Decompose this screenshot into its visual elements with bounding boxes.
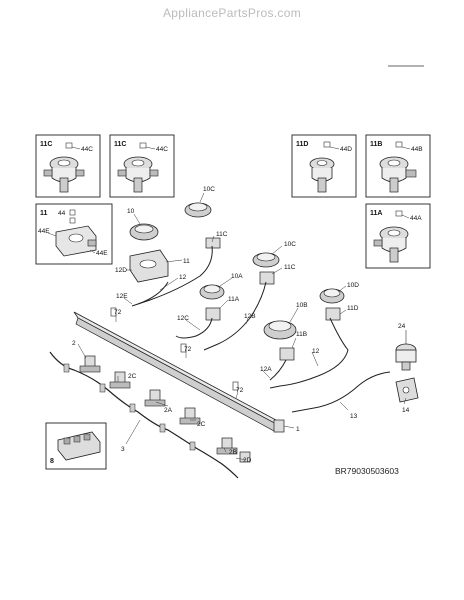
inset-part: 44B (411, 146, 423, 153)
callout: 2C (197, 421, 206, 428)
gas-tubes (131, 245, 391, 413)
callout: 10A (231, 273, 243, 280)
inset-11: 11 44 44E 44E (35, 203, 113, 265)
callout: 11B (296, 331, 307, 338)
burner-10a (199, 284, 225, 300)
callout-labels: 10C 10 11C 11 12D 12 12E 10A 72 11A 12C … (72, 186, 410, 464)
inset-11d: 11D 44D (291, 134, 357, 198)
callout: 11D (347, 305, 359, 312)
callout: 2A (164, 407, 173, 414)
burner-10d (319, 288, 345, 304)
inset-title: 11B (370, 141, 382, 148)
gas-manifold (73, 311, 285, 433)
callout: 3 (121, 446, 125, 453)
callout: 10D (347, 282, 359, 289)
inset-8: 8 (45, 422, 107, 470)
callout: 10C (284, 241, 296, 248)
burner-10c-right (252, 252, 280, 268)
callout: 1 (296, 426, 300, 433)
callout: 10C (203, 186, 215, 193)
callout: 13 (350, 413, 358, 420)
callout: 2C (128, 373, 137, 380)
callout: 24 (398, 323, 406, 330)
reference-code: BR79030503603 (335, 466, 399, 476)
inset-11b: 11B 44B (365, 134, 431, 198)
inset-part: 44 (58, 210, 66, 217)
regulator-24 (395, 330, 417, 371)
callout: 72 (236, 387, 244, 394)
callout: 11 (183, 258, 190, 265)
callout: 12 (312, 348, 320, 355)
callout: 12B (244, 313, 256, 320)
inset-part: 44D (340, 146, 352, 153)
callout: 12 (179, 274, 187, 281)
callout: 2B (229, 449, 237, 456)
inset-part: 44E (96, 250, 108, 257)
fitting-14 (395, 377, 419, 403)
callout: 11C (284, 264, 296, 271)
callout: 2 (72, 340, 76, 347)
burner-10c-top (184, 202, 212, 218)
callout: 2D (243, 457, 252, 464)
inset-title: 8 (50, 458, 54, 465)
site-watermark: AppliancePartsPros.com (163, 6, 301, 20)
callout: 12A (260, 366, 272, 373)
burner-bases (205, 237, 341, 361)
inset-11c-b: 11C 44C (109, 134, 175, 198)
callout: 72 (114, 309, 122, 316)
valve-row (79, 355, 251, 463)
inset-title: 11C (40, 141, 52, 148)
harness-clips (63, 363, 196, 451)
inset-title: 11A (370, 210, 382, 217)
inset-part: 44E (38, 228, 50, 235)
inset-title: 11D (296, 141, 308, 148)
inset-part: 44C (156, 146, 168, 153)
callout: 12C (177, 315, 189, 322)
ignition-harness (49, 351, 239, 479)
inset-11a: 11A 44A (365, 203, 431, 269)
callout: 10 (127, 208, 135, 215)
inset-part: 44A (410, 215, 422, 222)
inset-part: 44C (81, 146, 93, 153)
burner-10 (129, 223, 159, 241)
callout: 14 (402, 407, 410, 414)
callout: 10B (296, 302, 308, 309)
callout: 11A (228, 296, 240, 303)
callout: 11C (216, 231, 228, 238)
callout: 72 (184, 346, 192, 353)
leader-lines (77, 192, 407, 461)
screws-72 (110, 307, 239, 391)
callout: 12D (115, 267, 127, 274)
inset-title: 11C (114, 141, 126, 148)
inset-title: 11 (40, 210, 48, 217)
inset-11c-a: 11C 44C (35, 134, 101, 198)
burner-base-11 (129, 249, 169, 283)
callout: 12E (116, 293, 128, 300)
burner-10b (263, 320, 297, 340)
